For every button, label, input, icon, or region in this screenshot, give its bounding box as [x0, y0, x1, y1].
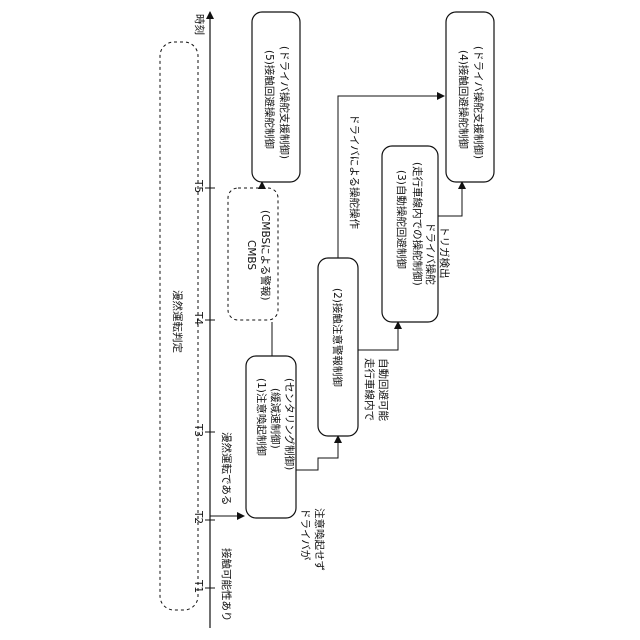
box3-line1: (3)自動操舵回避制御 — [395, 170, 408, 269]
no-attention-line2: 注意喚起せず — [313, 508, 326, 571]
trigger-line2: トリガ検出 — [438, 226, 451, 279]
arrow-box1-to-box2 — [296, 436, 338, 470]
inattentive-annotation: 漫然運転である — [220, 432, 233, 505]
no-attention-line1: ドライバが — [299, 508, 312, 561]
tick-t4: T4 — [192, 311, 215, 325]
box2-line1: (2)接触注意警報制御 — [331, 288, 344, 387]
box1-line1: (1)注意喚起制御 — [255, 378, 268, 456]
cmbs-line1: CMBS — [245, 240, 257, 270]
lane-avoid-line1: 走行車線内で — [363, 358, 376, 421]
tick-t2: T2 — [192, 510, 215, 524]
box1-line2: (緩減速制御) — [269, 388, 282, 449]
box5-line2: (ドライバ操舵支援制御) — [278, 46, 291, 159]
lane-avoid-line2: 自動回避可能 — [377, 358, 390, 421]
box-contact-avoid-steer-5 — [252, 12, 300, 182]
box4-line2: (ドライバ操舵支援制御) — [472, 46, 485, 159]
box-contact-avoid-steer-4 — [446, 12, 494, 182]
box5-line1: (5)接触回避操舵制御 — [263, 50, 276, 149]
box3-line2: (走行車線内での操舵制御) — [411, 162, 424, 286]
arrow-box3-to-box4 — [438, 182, 462, 216]
trigger-line1: ドライバ操舵 — [424, 222, 437, 285]
tick-t1: T1 — [192, 579, 215, 593]
box4-line1: (4)接触回避操舵制御 — [457, 50, 470, 149]
time-axis-label: 時刻 — [193, 14, 206, 35]
contact-possibility-label: 接触可能性あり — [220, 548, 233, 622]
cmbs-line2: (CMBSによる警報) — [259, 210, 272, 300]
arrow-box2-to-box3 — [358, 322, 398, 350]
box1-line3: (センタリング制御) — [283, 378, 296, 470]
driver-operation-label: ドライバによる操舵操作 — [348, 114, 361, 229]
tick-t3: T3 — [192, 423, 215, 437]
tick-t5: T5 — [192, 179, 215, 193]
inattentive-judgment-label: 漫然運転判定 — [171, 290, 184, 353]
